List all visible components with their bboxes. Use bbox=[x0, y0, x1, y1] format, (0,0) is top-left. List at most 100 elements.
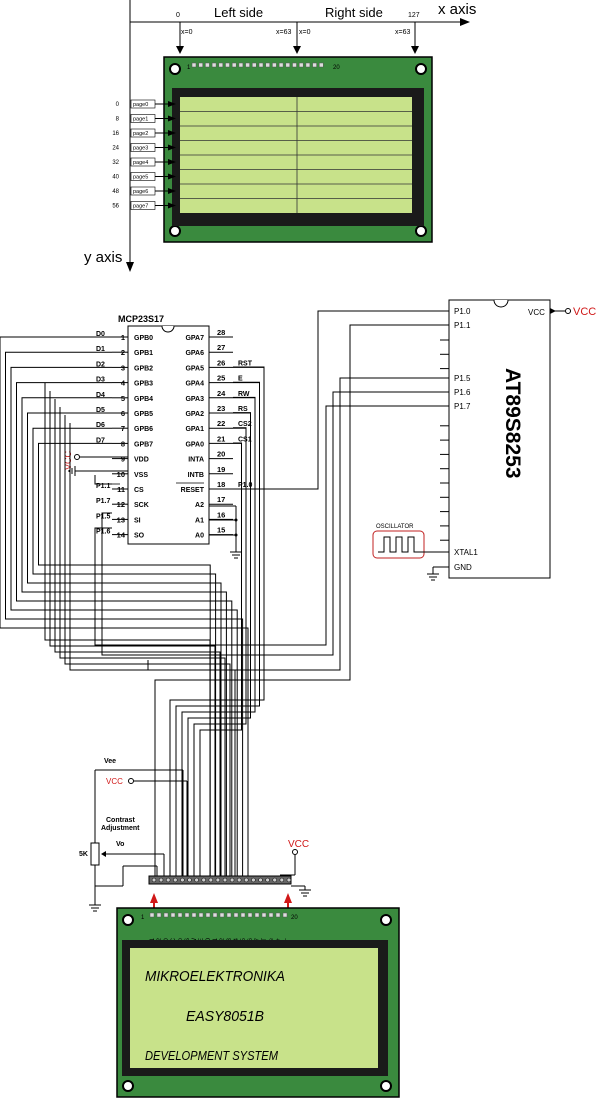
mcu-pin-name: P1.6 bbox=[454, 388, 471, 397]
x-marker: x=0 bbox=[299, 29, 311, 36]
lcd-line-2: EASY8051B bbox=[186, 1008, 264, 1025]
pin-dot bbox=[312, 62, 317, 68]
mcp-pin-number: 7 bbox=[121, 424, 125, 433]
mcp-pin-name: GPA7 bbox=[185, 335, 204, 342]
mcp-pin-name: GPA3 bbox=[185, 396, 204, 403]
pin-dot bbox=[177, 912, 183, 918]
mcp-net-label: D7 bbox=[96, 437, 105, 444]
y-axis-arrow bbox=[126, 262, 134, 272]
mcu-title: AT89S8253 bbox=[501, 368, 524, 479]
page-arrow bbox=[168, 115, 176, 122]
mcp-pin-name: INTB bbox=[188, 472, 204, 479]
mcu-vcc-label: VCC bbox=[573, 306, 596, 318]
pin-dot bbox=[285, 62, 291, 68]
mcp-net-label: P1.6 bbox=[96, 529, 111, 536]
header-pin bbox=[265, 877, 270, 883]
mcp-pin-number: 28 bbox=[217, 328, 225, 337]
pin-dot bbox=[231, 62, 237, 68]
mcp-pin-number: 12 bbox=[117, 500, 125, 509]
mcp-pin-number: 20 bbox=[217, 450, 225, 459]
x-axis-arrow bbox=[460, 18, 470, 26]
pin-dot bbox=[191, 62, 197, 68]
mcu-pin-name: GND bbox=[454, 563, 472, 572]
mcp-pin-number: 24 bbox=[217, 389, 226, 398]
wiring bbox=[0, 310, 433, 880]
mcp-pin-name: GPA2 bbox=[185, 411, 204, 418]
lcd-connector-section: Vee VCC Contrast Adjustment 5K Vo VCC bbox=[79, 758, 311, 912]
mount-hole bbox=[380, 1080, 392, 1092]
mcp-pin-number: 27 bbox=[217, 343, 225, 352]
pin-dot bbox=[219, 912, 225, 918]
left-side-label: Left side bbox=[214, 5, 263, 20]
mcp-net-label: RST bbox=[238, 360, 253, 367]
vee-label: Vee bbox=[104, 758, 116, 765]
page-arrow bbox=[168, 144, 176, 151]
pin-20-label: 20 bbox=[333, 65, 340, 71]
at89s8253-chip: AT89S8253 VCC VCC P1.0P1.1P1.5P1.6P1.7XT… bbox=[372, 299, 596, 581]
x-marker: x=63 bbox=[276, 29, 291, 36]
mcp-net-label: CS2 bbox=[238, 421, 252, 428]
header-pin bbox=[201, 877, 206, 883]
header-pin bbox=[222, 877, 228, 883]
lcd-screen bbox=[130, 948, 378, 1068]
pin-dot bbox=[198, 912, 204, 918]
header-pin bbox=[180, 877, 185, 883]
pin1-marker bbox=[150, 893, 158, 903]
page-label: page0 bbox=[133, 102, 148, 108]
mcp-pin-number: 22 bbox=[217, 419, 225, 428]
mcp-pin-number: 21 bbox=[217, 434, 225, 443]
mcp-pin-name: CS bbox=[134, 487, 144, 494]
mcp-body bbox=[127, 325, 210, 545]
mcp-pin-name: GPB7 bbox=[134, 441, 153, 448]
pin-dot bbox=[245, 62, 250, 68]
page-arrow bbox=[168, 130, 176, 136]
pin-dot bbox=[261, 912, 267, 918]
mcp-net-label: E bbox=[238, 376, 243, 383]
mcp-pin-number: 11 bbox=[117, 485, 125, 494]
header-pin bbox=[244, 877, 249, 883]
page-arrow bbox=[168, 173, 176, 180]
page-row-number: 0 bbox=[116, 102, 120, 108]
mcp-pin-number: 17 bbox=[217, 495, 225, 504]
page-row-number: 48 bbox=[112, 189, 119, 195]
mcp-pin-name: SO bbox=[134, 533, 145, 540]
mcu-body bbox=[448, 299, 551, 579]
mount-hole bbox=[122, 914, 134, 926]
pin-dot bbox=[252, 62, 257, 68]
pot-value: 5K bbox=[79, 851, 88, 858]
mcp-net-label: RW bbox=[238, 391, 250, 398]
page-label: page6 bbox=[133, 189, 148, 195]
contrast-pot[interactable] bbox=[90, 842, 100, 866]
oscillator-box bbox=[372, 530, 425, 559]
mcp-pin-name: SCK bbox=[134, 502, 149, 509]
mcp-pin-number: 18 bbox=[217, 480, 225, 489]
mcp-pin-name: GPA0 bbox=[185, 441, 204, 448]
pin-dot bbox=[149, 912, 155, 918]
mcp-pin-name: A2 bbox=[195, 502, 204, 509]
page-label: page1 bbox=[133, 117, 148, 123]
pin-header bbox=[149, 912, 288, 918]
pin-dot bbox=[163, 912, 169, 918]
pin-dot bbox=[282, 912, 288, 918]
pin-dot bbox=[205, 912, 211, 918]
contrast-label: Contrast bbox=[106, 817, 135, 824]
mcp-pin-number: 16 bbox=[217, 510, 225, 519]
mount-hole bbox=[380, 914, 392, 926]
lcd-line-3: DEVELOPMENT SYSTEM bbox=[145, 1048, 278, 1063]
mcp-net-label: RS bbox=[238, 406, 248, 413]
pin-dot bbox=[226, 912, 232, 918]
mcp-net-label: D0 bbox=[96, 331, 105, 338]
page-arrow bbox=[168, 159, 176, 165]
mcp-pin-number: 14 bbox=[117, 531, 126, 540]
mcp-pin-number: 19 bbox=[217, 465, 225, 474]
mcp-net-label: D2 bbox=[96, 361, 105, 368]
pin-dot bbox=[170, 912, 176, 918]
pin-dot bbox=[225, 62, 230, 68]
mount-hole bbox=[415, 225, 427, 237]
pin-dot bbox=[233, 912, 239, 918]
mcp-title: MCP23S17 bbox=[118, 314, 164, 324]
pin-dot bbox=[272, 62, 277, 68]
pin-dot bbox=[247, 912, 253, 918]
